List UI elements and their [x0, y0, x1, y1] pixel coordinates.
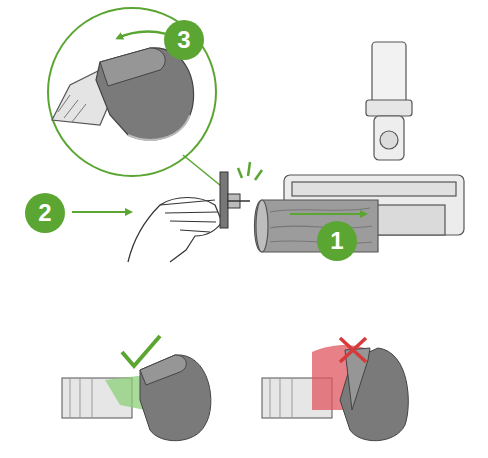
- callout-text: 2: [38, 201, 51, 225]
- incorrect-position: [262, 338, 408, 441]
- callout-text: 1: [330, 229, 343, 253]
- callout-text: 3: [177, 28, 190, 52]
- end-cap: [220, 172, 250, 228]
- hand: [128, 198, 222, 263]
- callout-number: 1: [317, 221, 357, 261]
- callout-number: 2: [25, 193, 65, 233]
- callout-number: 3: [164, 20, 204, 60]
- cleaner-head: [255, 42, 465, 252]
- magnifier: [48, 8, 216, 176]
- correct-position: [62, 336, 211, 441]
- magnified-end-cap: [52, 48, 194, 140]
